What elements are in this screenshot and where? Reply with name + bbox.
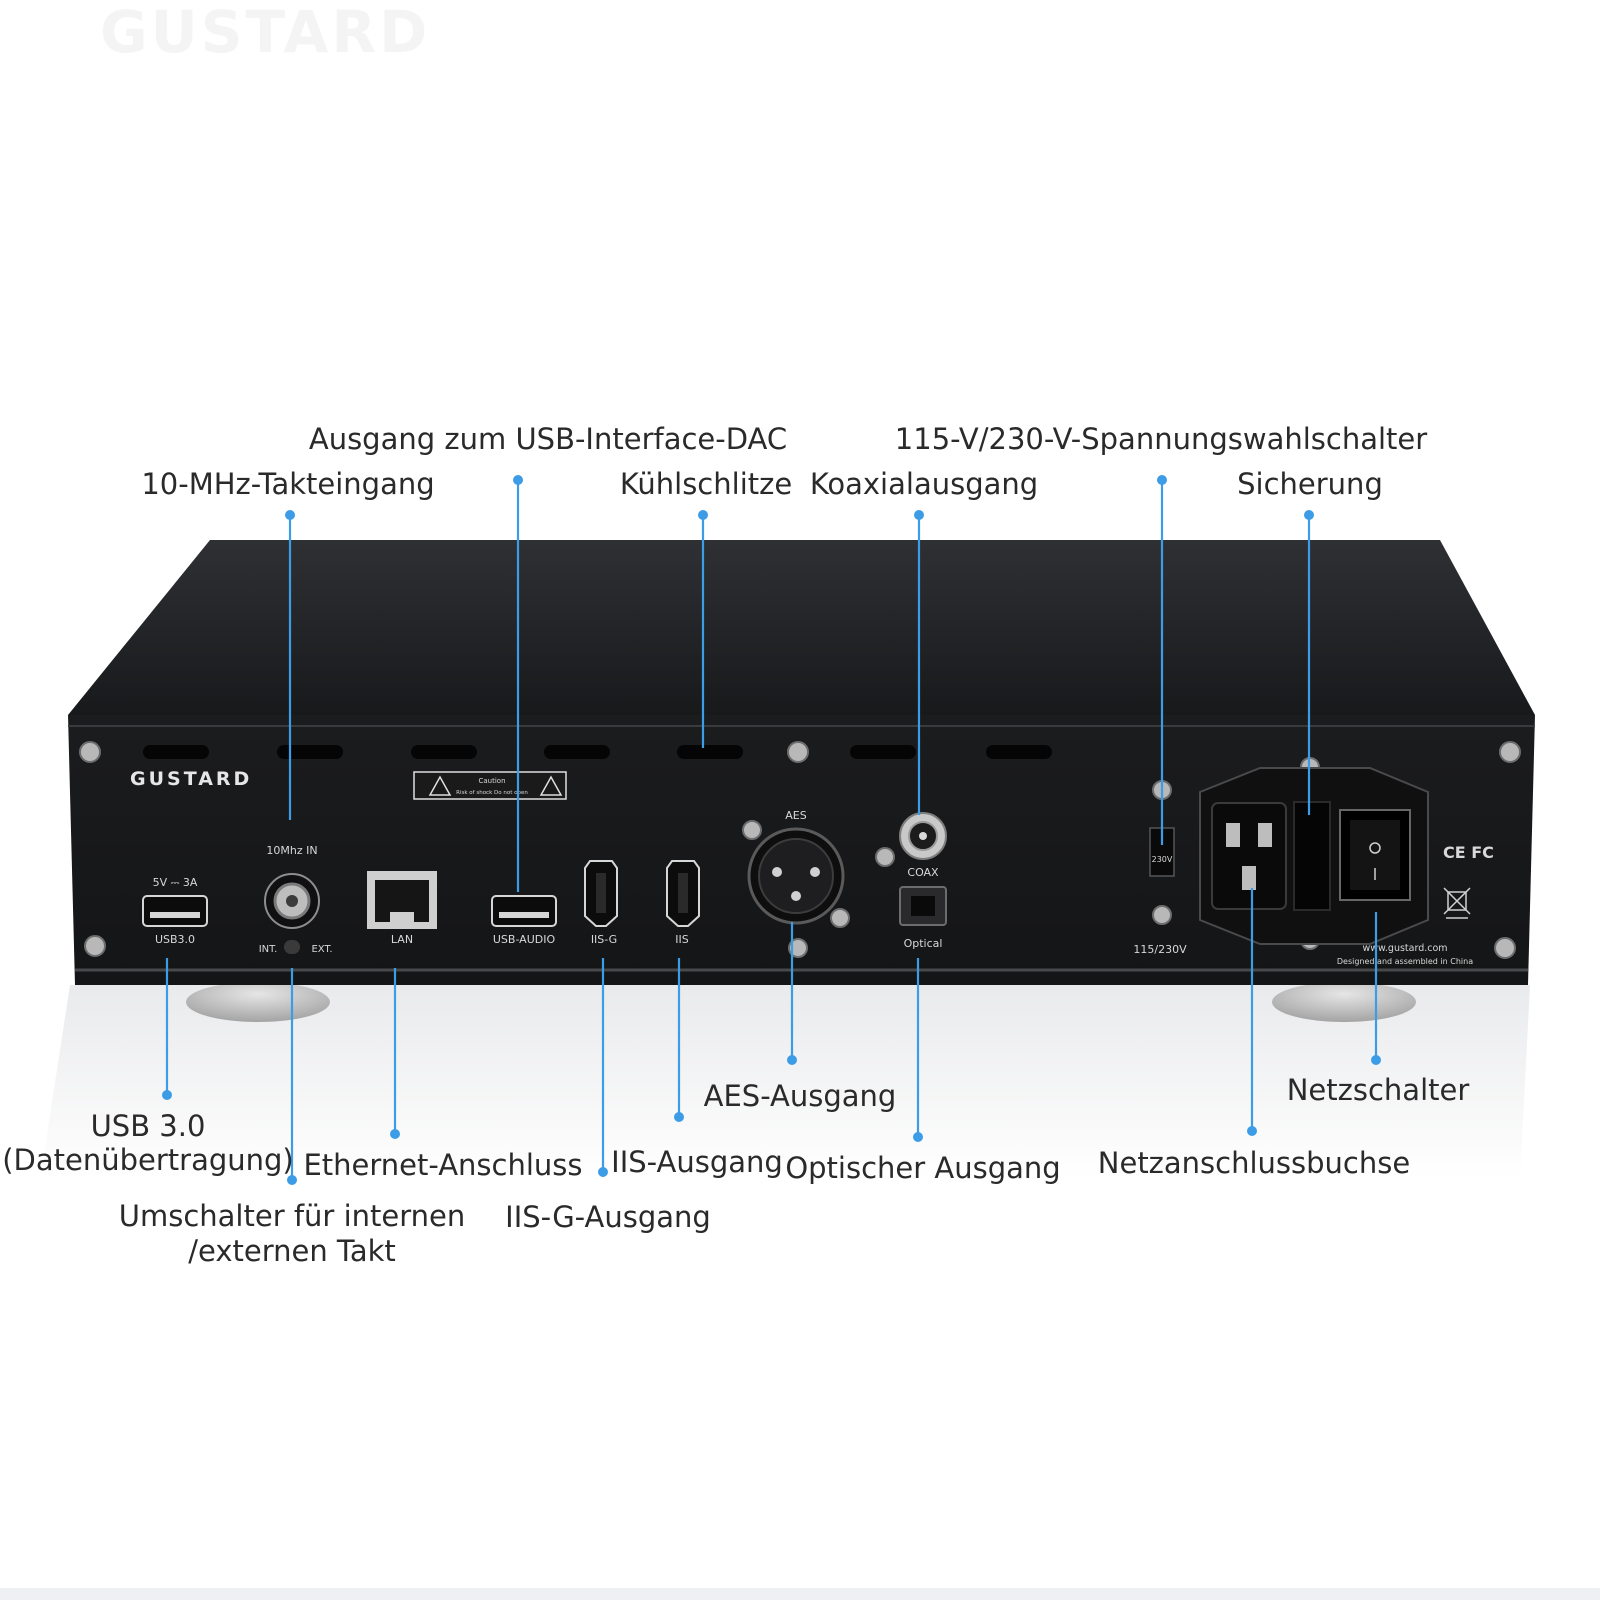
leader-dot	[598, 1167, 608, 1177]
made-in-label: Designed and assembled in China	[1337, 957, 1473, 966]
caution-title: Caution	[478, 777, 505, 785]
chassis-top	[68, 540, 1535, 715]
screw	[84, 935, 106, 957]
leader-dot	[162, 1090, 172, 1100]
usb3-port-label: USB3.0	[155, 933, 195, 946]
power-entry-module	[1199, 767, 1429, 945]
clock-in-label: 10Mhz IN	[266, 844, 317, 857]
bottom-strip	[0, 1588, 1600, 1600]
screw	[830, 908, 850, 928]
callout-clock-input: 10-MHz-Takteingang	[141, 467, 434, 501]
callout-power-socket: Netzanschlussbuchse	[1098, 1146, 1410, 1180]
clock-ext-label: EXT.	[311, 944, 332, 955]
floor-reflection	[40, 985, 1530, 1180]
callout-power-switch: Netzschalter	[1287, 1073, 1470, 1107]
leader-dot	[1304, 510, 1314, 520]
callout-usb3-line2: (Datenübertragung)	[2, 1143, 294, 1177]
screw	[1499, 741, 1521, 763]
warning-triangle-icon	[539, 775, 563, 796]
coax-label: COAX	[907, 866, 939, 879]
callout-clock-switch-line1: Umschalter für internen	[119, 1199, 466, 1233]
callout-optical: Optischer Ausgang	[785, 1151, 1060, 1185]
lan-port: LAN	[367, 871, 437, 946]
iis-label: IIS	[675, 933, 688, 946]
aes-xlr-port: AES	[747, 809, 845, 925]
clock-toggle-switch	[284, 940, 300, 954]
certification-marks: CE FC	[1443, 843, 1494, 862]
lan-label: LAN	[391, 933, 413, 946]
screw	[788, 938, 808, 958]
screw	[79, 741, 101, 763]
callout-labels: Ausgang zum USB-Interface-DAC 10-MHz-Tak…	[2, 422, 1469, 1268]
leader-dot	[513, 475, 523, 485]
watermark-logo: GUSTARD	[100, 0, 430, 66]
leader-dot	[1247, 1126, 1257, 1136]
leader-dot	[1371, 1055, 1381, 1065]
screw	[742, 820, 762, 840]
aes-label: AES	[785, 809, 806, 822]
leader-dot	[390, 1129, 400, 1139]
callout-ethernet: Ethernet-Anschluss	[303, 1148, 582, 1182]
usb-audio-label: USB-AUDIO	[493, 933, 556, 946]
voltage-switch-label: 230V	[1152, 855, 1173, 864]
leader-dot	[674, 1112, 684, 1122]
voltage-rating-label: 115/230V	[1133, 943, 1187, 956]
callout-clock-switch-line2: /externen Takt	[188, 1234, 396, 1268]
screw	[875, 847, 895, 867]
leader-dot	[1157, 475, 1167, 485]
leader-dot	[698, 510, 708, 520]
clock-input-bnc: 10Mhz IN INT. EXT.	[259, 844, 333, 955]
cooling-slot	[277, 745, 343, 759]
usb3-port: 5V ⎓ 3A USB3.0	[142, 876, 208, 946]
cooling-slot	[850, 745, 916, 759]
fuse-holder	[1293, 801, 1331, 911]
clock-int-label: INT.	[259, 944, 278, 955]
cooling-slot	[986, 745, 1052, 759]
leader-dot	[285, 510, 295, 520]
cooling-slot	[143, 745, 209, 759]
callout-iis-g: IIS-G-Ausgang	[505, 1200, 711, 1234]
leader-dot	[287, 1175, 297, 1185]
left-foot	[186, 982, 330, 1022]
callout-iis: IIS-Ausgang	[611, 1145, 783, 1179]
leader-dot	[914, 510, 924, 520]
usb-audio-port: USB-AUDIO	[491, 895, 557, 946]
callout-voltage: 115-V/230-V-Spannungswahlschalter	[895, 422, 1427, 456]
callout-fuse: Sicherung	[1237, 467, 1383, 501]
right-foot	[1272, 982, 1416, 1022]
cooling-slots	[143, 745, 1052, 759]
callout-usb-dac: Ausgang zum USB-Interface-DAC	[309, 422, 787, 456]
iec-socket	[1211, 802, 1287, 910]
caution-text: Risk of shock Do not open	[456, 790, 528, 796]
warning-triangle-icon	[428, 775, 452, 796]
screw	[1494, 937, 1516, 959]
callout-usb3-line1: USB 3.0	[91, 1109, 206, 1143]
cooling-slot	[411, 745, 477, 759]
coax-port: COAX	[899, 812, 947, 879]
leader-dot	[787, 1055, 797, 1065]
weee-bin-icon	[1443, 887, 1471, 919]
screw	[787, 741, 809, 763]
callout-coax: Koaxialausgang	[810, 467, 1038, 501]
website-label: www.gustard.com	[1362, 943, 1447, 954]
leader-lines	[162, 475, 1381, 1185]
leader-dot	[913, 1132, 923, 1142]
cooling-slot	[677, 745, 743, 759]
panel-brand-logo: GUSTARD	[130, 768, 252, 790]
optical-label: Optical	[904, 937, 943, 950]
optical-port: Optical	[899, 886, 947, 950]
usb3-rating: 5V ⎓ 3A	[153, 876, 198, 889]
iis-g-port: IIS-G	[584, 860, 618, 946]
iis-port: IIS	[666, 860, 700, 946]
panel-screws	[79, 741, 1521, 959]
caution-label: Caution Risk of shock Do not open	[413, 771, 567, 800]
callout-aes: AES-Ausgang	[704, 1079, 897, 1113]
screw	[1152, 905, 1172, 925]
iis-g-label: IIS-G	[591, 933, 617, 946]
callout-cooling: Kühlschlitze	[620, 467, 792, 501]
cooling-slot	[544, 745, 610, 759]
